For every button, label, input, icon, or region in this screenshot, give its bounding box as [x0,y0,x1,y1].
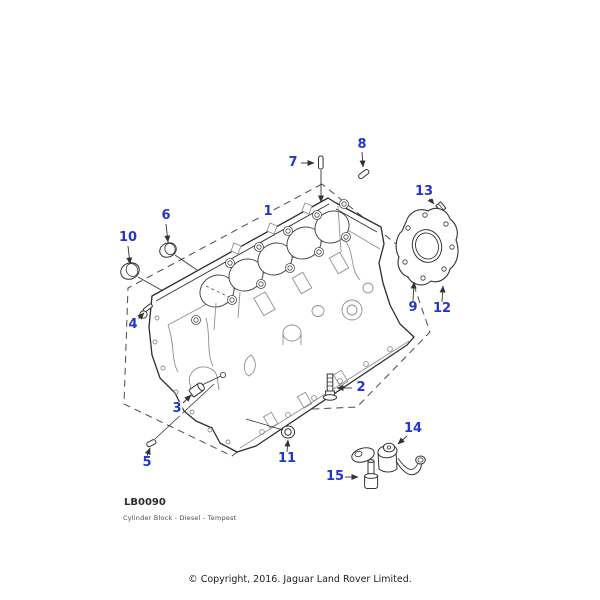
leader-lines [126,151,446,480]
callout-8[interactable]: 8 [356,136,368,153]
part-2-bolt [322,373,338,401]
callout-4[interactable]: 4 [127,316,139,333]
cylinder-block-drawing [148,197,415,453]
part-3-bushing [188,371,226,398]
callout-12[interactable]: 12 [431,300,453,317]
part-5-dowel [146,383,215,448]
part-12-seal-retainer-plate [395,207,459,286]
callout-14[interactable]: 14 [402,420,424,437]
callout-2[interactable]: 2 [355,379,367,396]
copyright-text: © Copyright, 2016. Jaguar Land Rover Lim… [188,574,412,585]
callout-3[interactable]: 3 [171,400,183,417]
callout-5[interactable]: 5 [141,454,153,471]
callout-13[interactable]: 13 [413,183,435,200]
part-14-oil-pickup-tube [351,442,426,476]
callout-10[interactable]: 10 [117,229,139,246]
part-15-bolt [364,459,379,489]
head-bolt-bosses [191,199,351,325]
part-11-bushing [245,418,296,439]
part-7-dowel-pin [318,155,324,170]
block-silhouette [148,197,415,453]
cylinder-bores [199,210,350,308]
callout-6[interactable]: 6 [160,207,172,224]
part-6-cup-plug [159,242,198,271]
figure-caption: Cylinder Block - Diesel - Tempest [123,514,237,522]
part-10-cup-plug [120,262,164,292]
callout-15[interactable]: 15 [324,468,346,485]
callout-9[interactable]: 9 [407,299,419,316]
block-face-detail [152,205,410,449]
figure-code: LB0090 [124,497,166,508]
callout-1[interactable]: 1 [262,203,274,220]
small-parts [120,155,459,489]
callout-7[interactable]: 7 [287,154,299,171]
callout-11[interactable]: 11 [276,450,298,467]
part-8-dowel-pin [358,169,370,180]
